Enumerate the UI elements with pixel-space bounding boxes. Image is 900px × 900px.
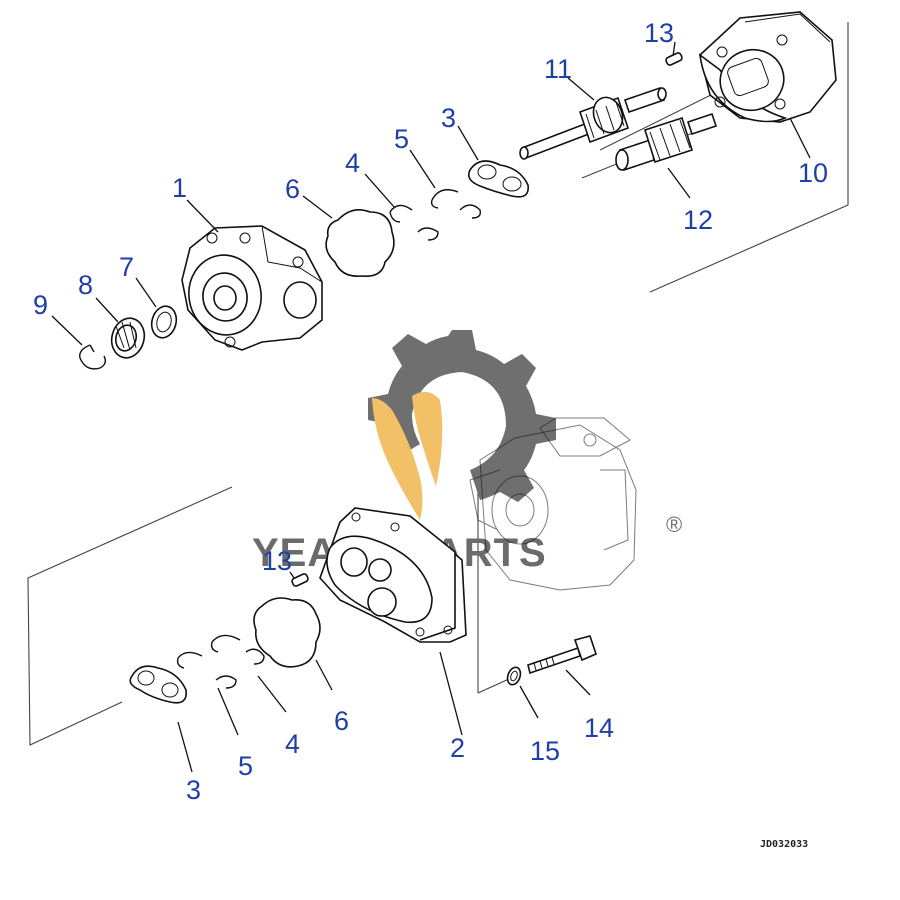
callout-15: 15 bbox=[530, 736, 560, 766]
part-14-bolt bbox=[527, 635, 597, 675]
callout-5-bottom: 5 bbox=[238, 751, 253, 781]
callout-4-bottom: 4 bbox=[285, 729, 300, 759]
callout-8: 8 bbox=[78, 270, 93, 300]
part-13-dowel-pin-bottom bbox=[291, 573, 309, 587]
part-13-dowel-pin-top bbox=[665, 52, 683, 66]
callout-13-top: 13 bbox=[644, 18, 674, 48]
watermark-logo: YEARN PARTS ® bbox=[252, 330, 682, 575]
part-6-gasket-top bbox=[325, 209, 395, 278]
callout-13-bottom: 13 bbox=[262, 546, 292, 576]
callout-9: 9 bbox=[33, 290, 48, 320]
gear-icon bbox=[368, 330, 556, 502]
part-15-washer bbox=[506, 666, 522, 686]
callout-3-bottom: 3 bbox=[186, 775, 201, 805]
part-3-wear-plate-bottom bbox=[129, 665, 187, 704]
leader-lines bbox=[51, 41, 811, 773]
part-1-front-cover bbox=[181, 225, 323, 351]
callout-5-top: 5 bbox=[394, 124, 409, 154]
callout-10: 10 bbox=[798, 158, 828, 188]
part-9-snap-ring bbox=[79, 344, 107, 370]
part-4-seals-bottom bbox=[210, 634, 265, 665]
drawing-code: JD032033 bbox=[760, 839, 808, 850]
part-11-drive-gear-shaft bbox=[519, 86, 667, 160]
callout-12: 12 bbox=[683, 205, 713, 235]
callout-1: 1 bbox=[172, 173, 187, 203]
callout-3-top: 3 bbox=[441, 103, 456, 133]
registered-mark: ® bbox=[666, 512, 682, 537]
part-10-gear-housing bbox=[698, 11, 837, 123]
part-5-backup-rings-top bbox=[430, 189, 482, 219]
part-12-driven-gear-shaft bbox=[615, 112, 718, 172]
callout-6-bottom: 6 bbox=[334, 706, 349, 736]
callout-2: 2 bbox=[450, 733, 465, 763]
part-8-oil-seal bbox=[110, 317, 146, 359]
part-6-gasket-bottom bbox=[253, 597, 321, 668]
part-4-seals-top bbox=[389, 204, 439, 241]
assembled-pump-sketch bbox=[469, 417, 637, 591]
callout-4-top: 4 bbox=[345, 148, 360, 178]
callout-7: 7 bbox=[119, 252, 134, 282]
part-2-rear-cover bbox=[319, 507, 467, 643]
part-5-backup-rings-bottom bbox=[176, 651, 237, 689]
callout-labels: 1 2 3 3 4 4 5 5 6 6 7 8 9 10 11 12 13 13… bbox=[33, 18, 828, 805]
leaf-icon bbox=[372, 391, 443, 520]
callout-11: 11 bbox=[544, 54, 572, 84]
part-3-wear-plate-top bbox=[467, 160, 529, 198]
callout-6-top: 6 bbox=[285, 174, 300, 204]
part-7-washer bbox=[150, 305, 178, 339]
callout-14: 14 bbox=[584, 713, 614, 743]
